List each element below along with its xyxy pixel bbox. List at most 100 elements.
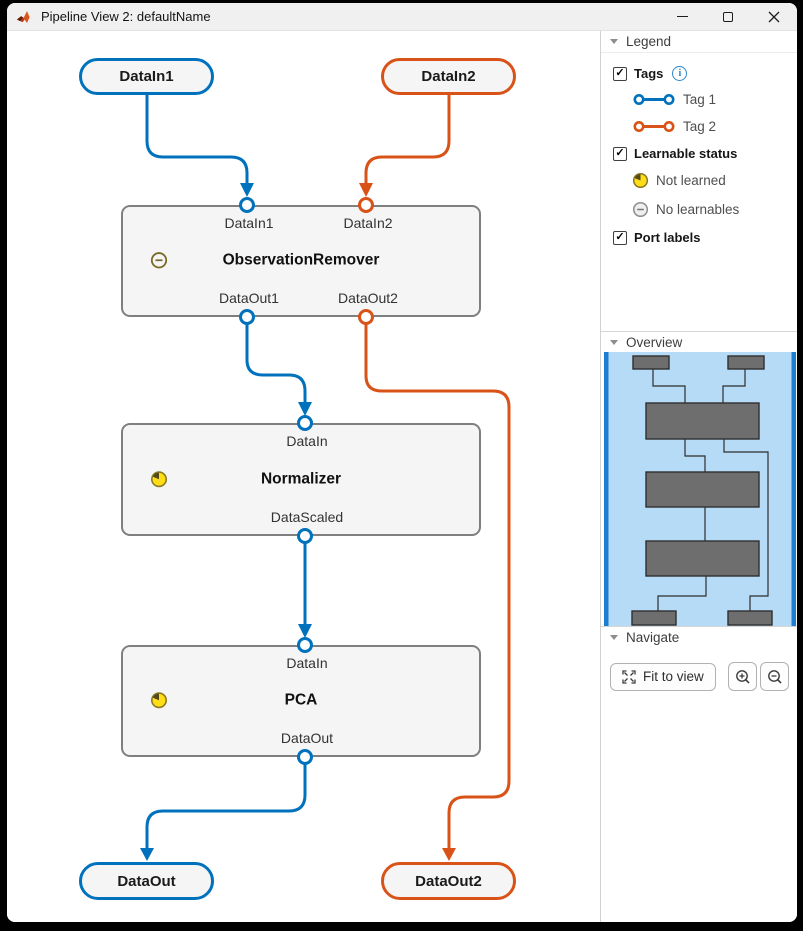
pipeline-canvas[interactable]: DataIn1 DataIn2 DataIn1 DataIn2 Observat…: [7, 31, 600, 922]
port-label-pca-out: DataOut: [280, 730, 334, 746]
legend-not-learned-row: Not learned: [632, 172, 797, 189]
legend-section-header[interactable]: Legend: [601, 31, 797, 52]
arrowhead-icon: [298, 402, 312, 416]
minimap-viewport-right-edge[interactable]: [791, 352, 797, 626]
overview-header-label: Overview: [626, 334, 683, 350]
title-bar: Pipeline View 2: defaultName: [7, 3, 797, 31]
arrowhead-icon: [359, 183, 373, 197]
overview-section-header[interactable]: Overview: [601, 331, 797, 352]
node-dataout2-label: DataOut2: [415, 872, 482, 890]
edge-pca-to-dataout[interactable]: [145, 762, 307, 851]
minimize-button[interactable]: [659, 3, 705, 30]
node-dataout2[interactable]: DataOut2: [381, 862, 516, 900]
legend-tag1-row: Tag 1: [632, 92, 797, 107]
minimap-node-datain2: [727, 355, 765, 370]
maximize-icon: [723, 11, 733, 22]
node-observationremover-title: ObservationRemover: [222, 251, 380, 269]
edge-observationremover-to-normalizer[interactable]: [245, 322, 307, 405]
fit-to-view-button[interactable]: Fit to view: [610, 662, 716, 691]
tags-label: Tags: [634, 66, 664, 81]
minimap-node-observationremover: [645, 402, 760, 440]
minimap-node-pca: [645, 540, 760, 577]
zoom-out-button[interactable]: [760, 662, 789, 691]
maximize-button[interactable]: [705, 3, 751, 30]
minimap-node-dataout: [631, 610, 677, 626]
navigate-header-label: Navigate: [626, 629, 680, 645]
navigate-section-header[interactable]: Navigate: [601, 626, 797, 647]
arrowhead-icon: [140, 848, 154, 861]
node-normalizer-title: Normalizer: [260, 469, 342, 487]
close-icon: [768, 11, 780, 22]
tags-checkbox[interactable]: ✓: [613, 66, 627, 81]
zoom-in-button[interactable]: [728, 662, 757, 691]
node-pca[interactable]: DataIn PCA DataOut: [121, 645, 481, 757]
edge-observationremover-to-dataout2[interactable]: [364, 322, 511, 851]
matlab-logo-icon: [16, 10, 33, 23]
info-icon[interactable]: i: [672, 66, 688, 81]
port-label-norm-in: DataIn: [286, 433, 328, 449]
arrowhead-icon: [442, 848, 456, 861]
inspector-sidebar: Legend ✓ Tags i Tag 1: [600, 31, 797, 922]
minimize-icon: [676, 16, 688, 17]
not-learned-icon: [632, 172, 649, 189]
edge-datain2-to-observationremover[interactable]: [364, 93, 451, 187]
legend-body: ✓ Tags i Tag 1: [601, 52, 797, 331]
node-dataout-label: DataOut: [117, 872, 176, 890]
collapse-chevron-icon: [610, 634, 618, 640]
node-datain1-label: DataIn1: [119, 68, 174, 85]
learnable-status-label: Learnable status: [634, 146, 738, 161]
minimap-edge: [657, 576, 707, 611]
tag1-label: Tag 1: [683, 92, 717, 107]
legend-tag2-row: Tag 2: [632, 119, 797, 134]
no-learnables-icon: [150, 252, 168, 269]
collapse-chevron-icon: [610, 339, 618, 345]
close-button[interactable]: [751, 3, 797, 30]
no-learnables-label: No learnables: [656, 202, 740, 217]
minimap-edge: [652, 369, 686, 403]
node-datain1[interactable]: DataIn1: [79, 58, 214, 95]
node-datain2[interactable]: DataIn2: [381, 58, 516, 95]
node-observationremover[interactable]: DataIn1 DataIn2 ObservationRemover DataO…: [121, 205, 481, 317]
legend-tags-row: ✓ Tags i: [613, 66, 797, 81]
tag1-line-sample-icon: [633, 94, 675, 105]
minimap-node-datain1: [632, 355, 670, 370]
minimap-edge: [684, 439, 706, 472]
port-label-datascaled: DataScaled: [270, 509, 344, 525]
port-labels-checkbox[interactable]: ✓: [613, 230, 627, 245]
node-pca-title: PCA: [284, 691, 318, 709]
port-label-dataout2: DataOut2: [338, 290, 398, 306]
window-title: Pipeline View 2: defaultName: [41, 9, 211, 24]
tag2-label: Tag 2: [683, 119, 717, 134]
minimap-node-normalizer: [645, 471, 760, 508]
zoom-in-icon: [735, 669, 750, 684]
tag2-line-sample-icon: [633, 121, 675, 132]
no-learnables-icon: [632, 201, 649, 218]
port-label-pca-in: DataIn: [286, 655, 328, 671]
fit-to-view-icon: [622, 669, 636, 684]
fit-to-view-label: Fit to view: [643, 669, 704, 684]
minimap-edge: [723, 439, 769, 611]
not-learned-label: Not learned: [656, 173, 726, 188]
edge-datain1-to-observationremover[interactable]: [145, 93, 249, 187]
zoom-out-icon: [767, 669, 782, 684]
port-labels-label: Port labels: [634, 230, 701, 245]
collapse-chevron-icon: [610, 39, 618, 44]
overview-minimap[interactable]: [601, 352, 797, 626]
arrowhead-icon: [240, 183, 254, 197]
port-label-dataout1: DataOut1: [219, 290, 279, 306]
legend-header-label: Legend: [626, 34, 672, 49]
port-label-datain2: DataIn2: [343, 215, 393, 231]
port-label-datain1: DataIn1: [224, 215, 274, 231]
minimap-edge: [722, 369, 746, 403]
not-learned-icon: [151, 692, 167, 709]
minimap-viewport-left-edge[interactable]: [604, 352, 609, 626]
learnable-status-checkbox[interactable]: ✓: [613, 146, 627, 161]
pipeline-view-window: Pipeline View 2: defaultName DataIn1 Dat…: [7, 3, 797, 922]
node-datain2-label: DataIn2: [421, 68, 476, 85]
legend-no-learnables-row: No learnables: [632, 201, 797, 218]
node-dataout[interactable]: DataOut: [79, 862, 214, 900]
legend-port-labels-row: ✓ Port labels: [613, 230, 797, 245]
node-normalizer[interactable]: DataIn Normalizer DataScaled: [121, 423, 481, 536]
minimap-node-dataout2: [727, 610, 773, 626]
navigate-body: Fit to view: [601, 647, 797, 691]
